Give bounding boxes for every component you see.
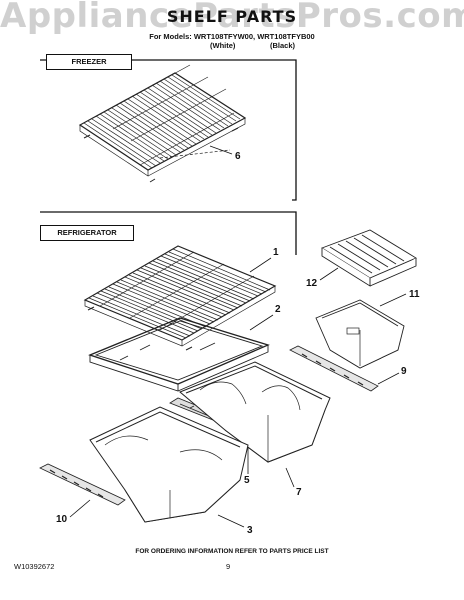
ordering-note: FOR ORDERING INFORMATION REFER TO PARTS … — [135, 548, 329, 555]
models-line: For Models: WRT108TFYW00, WRT108TFYB00 — [149, 32, 315, 41]
crisper-drawer-upper — [179, 361, 331, 463]
variant-white: (White) — [210, 41, 236, 50]
callout-6: 6 — [235, 151, 241, 162]
callout-10: 10 — [56, 514, 68, 525]
glass-shelf — [88, 317, 270, 392]
drawer-rail-right — [289, 345, 379, 392]
callout-11: 11 — [409, 289, 420, 300]
callout-5: 5 — [244, 475, 250, 486]
freezer-wire-shelf — [78, 64, 247, 183]
page-title: SHELF PARTS — [166, 7, 298, 26]
callout-2: 2 — [275, 304, 281, 315]
page-number: 9 — [226, 562, 231, 571]
callout-9: 9 — [401, 366, 407, 377]
snack-pan — [315, 299, 405, 369]
callout-7: 7 — [296, 487, 302, 498]
callout-12: 12 — [306, 278, 318, 289]
freezer-bracket — [40, 59, 297, 201]
refrigerator-label: REFRIGERATOR — [40, 225, 134, 241]
refrigerator-wire-shelf — [83, 245, 277, 351]
refrigerator-bracket — [40, 211, 297, 255]
variant-black: (Black) — [270, 41, 296, 50]
watermark-logo: AppliancePartsPros.com — [0, 0, 464, 36]
callout-3: 3 — [247, 525, 253, 536]
snack-pan-cover — [320, 229, 417, 287]
freezer-label: FREEZER — [46, 54, 132, 70]
drawer-rail-left — [39, 463, 126, 506]
document-id: W10392672 — [14, 562, 55, 571]
callout-1: 1 — [273, 247, 279, 258]
crisper-drawer-lower — [89, 406, 249, 523]
